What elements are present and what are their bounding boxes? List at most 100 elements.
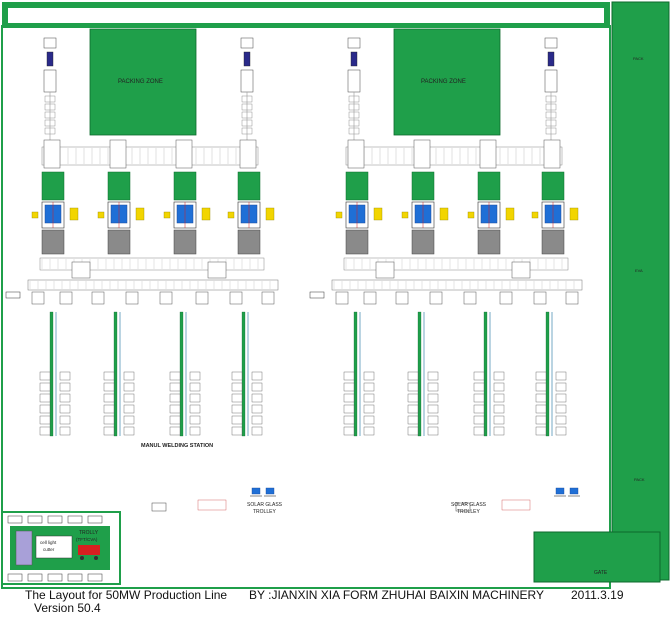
buffer-frame [240, 69, 254, 93]
production-module [5, 28, 279, 512]
welding-station [535, 382, 547, 392]
welding-station [59, 371, 71, 381]
operator-seat [135, 207, 145, 221]
glass-loading-machine [197, 499, 227, 511]
welding-station [59, 393, 71, 403]
storage-block [87, 573, 103, 582]
welding-station [535, 426, 547, 436]
lane-frame [175, 139, 193, 169]
side-label-top: PACK [633, 56, 644, 61]
operator-seat [201, 207, 211, 221]
welding-station [493, 382, 505, 392]
loader-frame [43, 37, 57, 49]
laminator-top [107, 171, 131, 201]
laminator-top [411, 171, 435, 201]
welding-station [169, 404, 181, 414]
welding-station [363, 371, 375, 381]
welding-station [123, 404, 135, 414]
string-station [363, 291, 377, 305]
string-station [533, 291, 547, 305]
trolley-wheel [80, 556, 84, 560]
operator-seat [31, 211, 39, 219]
welding-station [427, 415, 439, 425]
operator-seat [163, 211, 171, 219]
welding-station [407, 404, 419, 414]
welding-station [251, 426, 263, 436]
welding-station [555, 426, 567, 436]
welding-station [407, 415, 419, 425]
welding-rail [241, 311, 246, 437]
glass-trolley [555, 487, 565, 495]
footer-version: Version 50.4 [34, 601, 101, 615]
string-conveyor [27, 279, 279, 291]
welding-station [103, 426, 115, 436]
glass-loading-machine [501, 499, 531, 511]
welding-station [251, 404, 263, 414]
curing-station [237, 229, 261, 255]
welding-station [493, 426, 505, 436]
cell-cutter-label-2: cutter [43, 547, 55, 552]
welding-station [427, 382, 439, 392]
packing-zone [393, 28, 501, 136]
welding-station [535, 404, 547, 414]
string-station [395, 291, 409, 305]
operator-seat [569, 207, 579, 221]
lane-frame [109, 139, 127, 169]
welding-station [363, 393, 375, 403]
curing-station [107, 229, 131, 255]
operator-seat [335, 211, 343, 219]
buffer-frame [544, 69, 558, 93]
welding-station [123, 382, 135, 392]
welding-station [343, 404, 355, 414]
welding-station [473, 393, 485, 403]
production-module [309, 28, 583, 512]
glass-stack [455, 502, 471, 512]
welding-station [169, 415, 181, 425]
footer-author: BY :JIANXIN XIA FORM ZHUHAI BAIXIN MACHI… [249, 588, 544, 602]
side-label-low: PACK [634, 477, 645, 482]
buffer-frame [43, 69, 57, 93]
string-station [463, 291, 477, 305]
storage-block [47, 573, 63, 582]
welding-station [251, 415, 263, 425]
welding-station [363, 426, 375, 436]
curing-station [41, 229, 65, 255]
cell-stack [5, 291, 21, 299]
operator-seat [69, 207, 79, 221]
curing-station [541, 229, 565, 255]
welding-station [473, 382, 485, 392]
welding-station [555, 404, 567, 414]
transfer-box [511, 261, 531, 279]
welding-station [473, 426, 485, 436]
welding-station [407, 371, 419, 381]
lane-frame [479, 139, 497, 169]
welding-station [123, 426, 135, 436]
welding-station [39, 382, 51, 392]
welding-station [473, 404, 485, 414]
loader-frame [544, 37, 558, 49]
operator-seat [227, 211, 235, 219]
laminator-top [173, 171, 197, 201]
welding-station [39, 415, 51, 425]
welding-station [473, 371, 485, 381]
loader-unit [547, 51, 555, 67]
welding-station [189, 426, 201, 436]
loader-unit [46, 51, 54, 67]
string-station [565, 291, 579, 305]
welding-station [231, 415, 243, 425]
trolley-wheel [94, 556, 98, 560]
welding-station [189, 415, 201, 425]
operator-seat [531, 211, 539, 219]
storage-block [27, 573, 43, 582]
laminator-top [477, 171, 501, 201]
loader-unit [243, 51, 251, 67]
trolley-label-1: TROLLY [79, 530, 99, 536]
welding-station [123, 393, 135, 403]
welding-rail [179, 311, 184, 437]
glass-trolley [265, 487, 275, 495]
welding-station [189, 393, 201, 403]
cell-cutter-machine [15, 530, 33, 566]
transfer-box [71, 261, 91, 279]
